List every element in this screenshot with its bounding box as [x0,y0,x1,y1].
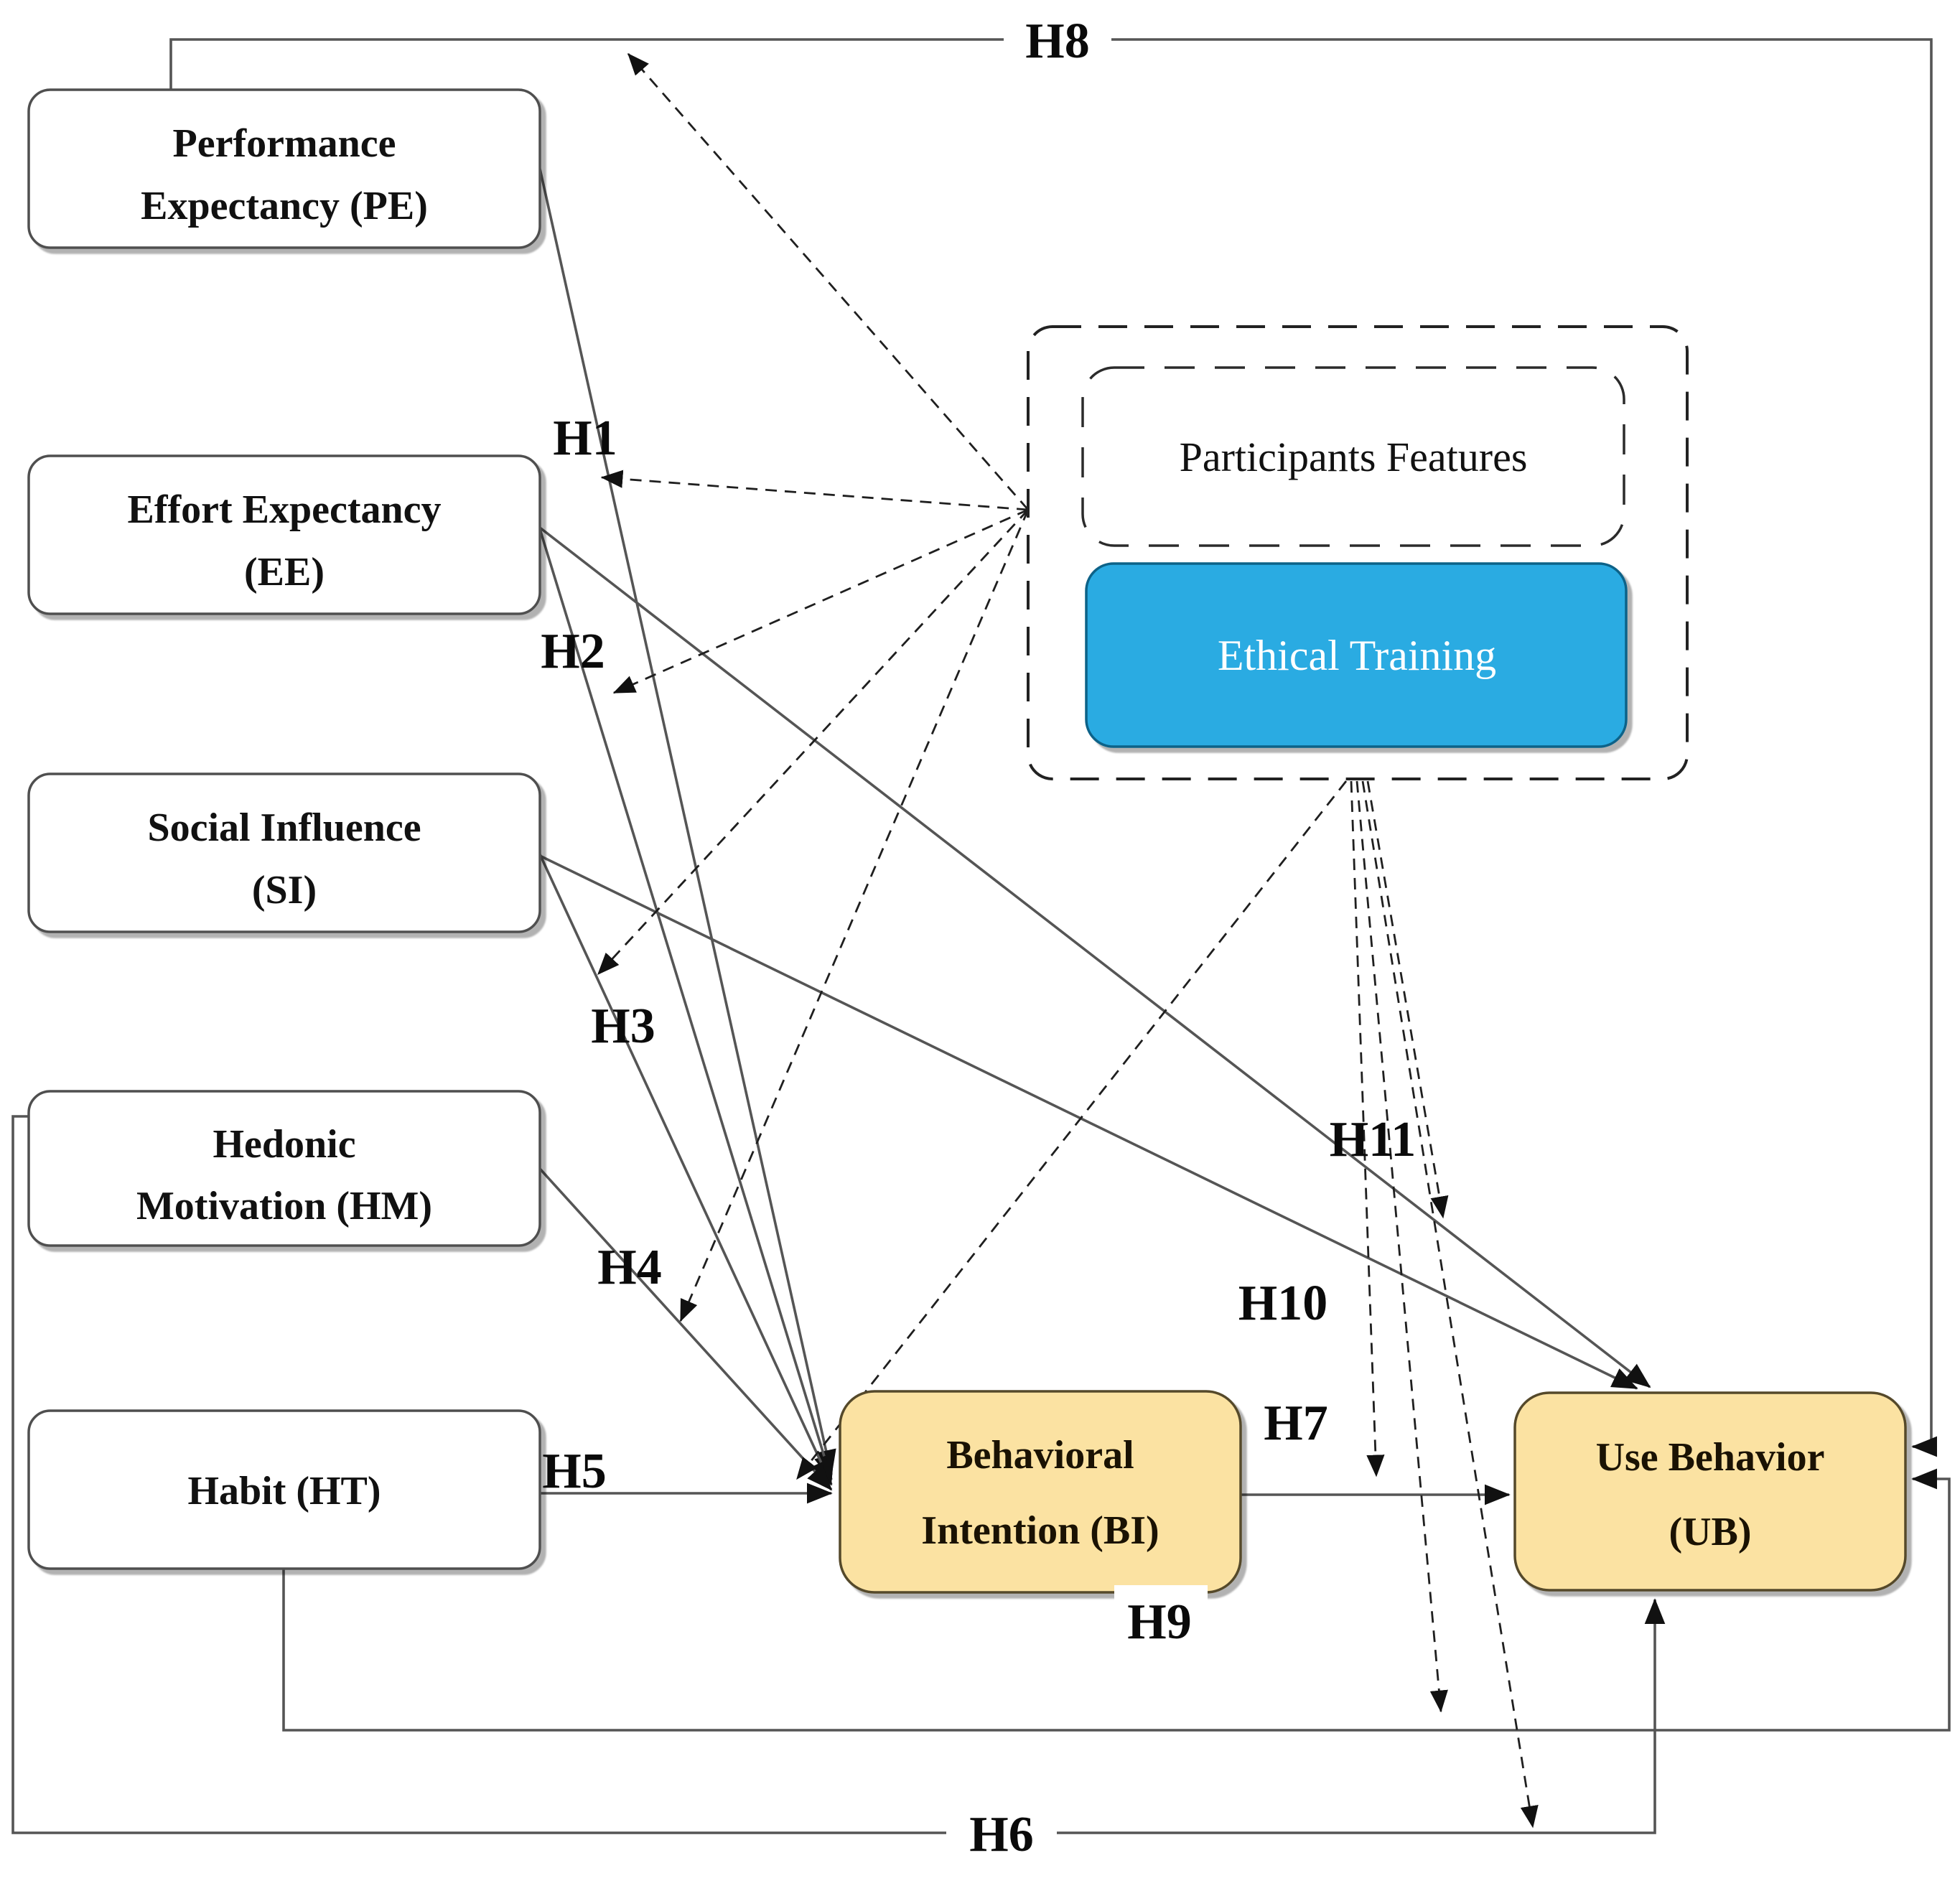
h2-path [538,528,834,1481]
hypothesis-lines [538,168,1651,1505]
h7-label: H7 [1264,1396,1327,1451]
ht-box: Habit (HT) [27,1409,541,1570]
pe-box-shape [27,88,541,249]
si-box: Social Influence (SI) [27,772,541,933]
h10-path [539,854,1638,1390]
h9-label-group: H9 [1114,1585,1208,1651]
h9-path [282,1468,1951,1732]
h1-path [538,168,836,1476]
h8-path-right [1111,38,1938,1457]
h3-path [538,854,833,1486]
h10-label: H10 [1238,1276,1327,1331]
moderation-to-h1-line [600,470,1029,511]
h3-label: H3 [591,999,655,1054]
h6-path-right [1057,1598,1666,1834]
bi-box-shape [839,1390,1242,1594]
participants-features-shape [1081,366,1625,547]
moderation-arrows-participants [597,52,1030,1322]
h8-path-left [169,38,1004,90]
ee-label-line1: Effort Expectancy [127,487,441,532]
ub-box: Use Behavior (UB) [1513,1391,1907,1592]
ht-box-shape [27,1409,541,1570]
ee-box-shape [27,454,541,615]
hm-box: Hedonic Motivation (HM) [27,1090,541,1247]
h8-label: H8 [1025,14,1089,69]
bi-label-line2: Intention (BI) [921,1508,1159,1553]
bi-label-line1: Behavioral [946,1433,1134,1477]
pe-box: Performance Expectancy (PE) [27,88,541,249]
moderators-container-shape [1027,325,1689,780]
ethical-training-label: Ethical Training [1218,632,1496,679]
pe-label-line1: Performance [173,121,396,166]
et-to-h5-line [795,780,1348,1480]
loop-connectors [11,38,1951,1834]
h6-label: H6 [969,1807,1033,1862]
bi-box: Behavioral Intention (BI) [839,1390,1242,1594]
moderation-to-h4-line [679,509,1030,1322]
pe-label-line2: Expectancy (PE) [141,184,428,228]
h9-label: H9 [1127,1594,1191,1650]
et-to-h9-line [1355,780,1448,1713]
si-box-shape [27,772,541,933]
participants-features-label: Participants Features [1180,434,1528,480]
h9-label-bg [1114,1585,1208,1651]
ethical-training-shape [1085,562,1628,748]
ub-label-line1: Use Behavior [1596,1435,1825,1480]
si-label-line1: Social Influence [147,806,421,850]
participants-features-box: Participants Features [1081,366,1625,547]
ee-label-line2: (EE) [244,550,325,594]
et-to-h11-line [1366,780,1449,1219]
h1-label: H1 [553,411,617,466]
h11-path [538,526,1651,1388]
moderators-container: Participants Features Ethical Training [1027,325,1689,780]
h5-label: H5 [542,1444,606,1499]
hypothesis-labels: H1 H2 H3 H4 H5 H6 H7 H8 H9 H10 H11 [541,14,1416,1862]
hm-box-shape [27,1090,541,1247]
h4-label: H4 [597,1240,661,1295]
hm-label-line1: Hedonic [213,1122,355,1167]
moderation-to-h2-line [612,508,1029,694]
h6-path-left [11,1115,946,1834]
si-label-line2: (SI) [252,868,317,912]
ee-box: Effort Expectancy (EE) [27,454,541,615]
ub-label-line2: (UB) [1669,1510,1751,1554]
h2-label: H2 [541,624,605,679]
ht-label-line1: Habit (HT) [187,1469,381,1513]
ethical-training-box: Ethical Training [1085,562,1628,748]
moderation-to-h8-line [627,52,1030,510]
moderation-arrows-ethical-training [795,780,1539,1829]
et-to-h6-line [1361,780,1539,1829]
moderation-to-h3-line [597,509,1030,976]
hm-label-line2: Motivation (HM) [136,1184,432,1228]
ub-box-shape [1513,1391,1907,1592]
h11-label: H11 [1330,1112,1417,1167]
h4-path [538,1167,833,1491]
